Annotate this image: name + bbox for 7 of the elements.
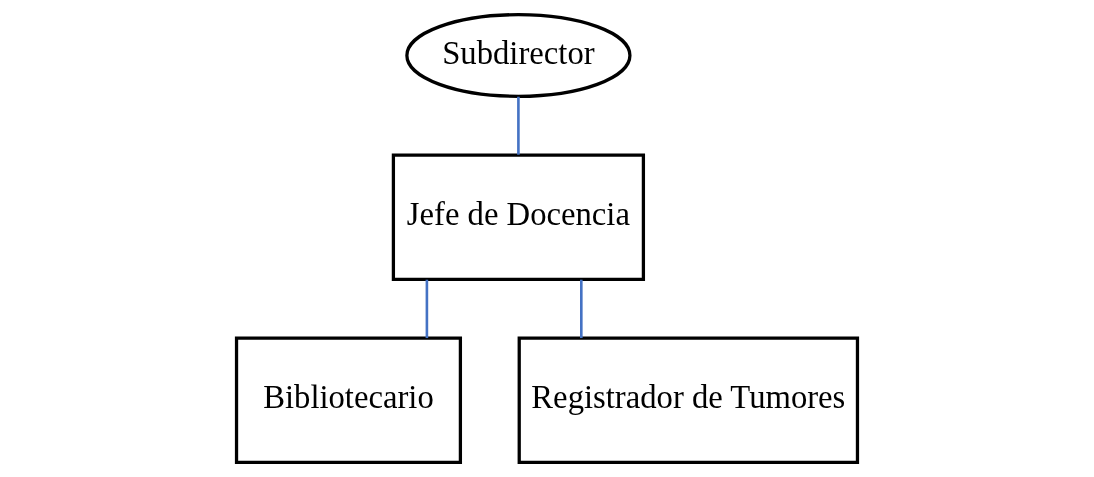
node-box: Registrador de Tumores [517,336,860,464]
connector [425,279,429,339]
node-ellipse: Subdirector [405,13,632,98]
node-box: Jefe de Docencia [391,153,646,281]
connector [580,279,583,339]
node-box: Bibliotecario [234,336,463,464]
connector [517,96,520,155]
